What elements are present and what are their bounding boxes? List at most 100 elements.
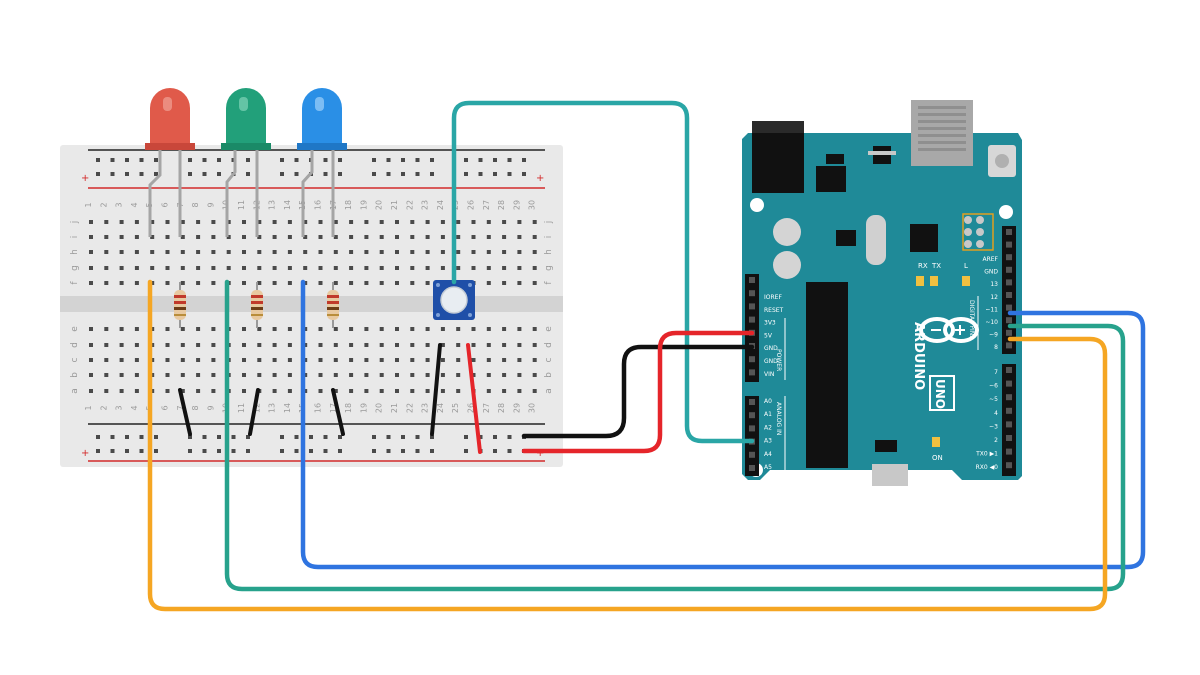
row-letter: a [70, 388, 80, 394]
breadboard-hole [104, 389, 109, 393]
breadboard-hole [456, 250, 461, 254]
rail-hole [309, 435, 313, 439]
digital-pin-label: 12 [990, 294, 998, 301]
header-pin [749, 451, 755, 458]
breadboard-hole [287, 358, 292, 362]
breadboard-hole [517, 220, 522, 224]
breadboard-hole [349, 266, 354, 270]
rail-hole [246, 435, 250, 439]
breadboard-hole [287, 373, 292, 377]
breadboard-hole [410, 250, 415, 254]
breadboard-hole [456, 373, 461, 377]
breadboard-hole [349, 235, 354, 239]
icsp-header [964, 216, 984, 248]
breadboard-hole [532, 266, 537, 270]
column-number: 23 [421, 403, 430, 413]
breadboard-hole [180, 327, 185, 331]
breadboard-hole [395, 343, 399, 347]
breadboard-hole [134, 250, 139, 254]
header-pin [749, 425, 755, 432]
breadboard-hole [410, 235, 415, 239]
breadboard-hole [410, 266, 415, 270]
breadboard-hole [104, 343, 109, 347]
rail-hole [493, 172, 497, 176]
breadboard-hole [318, 281, 323, 285]
rail-hole [507, 449, 512, 453]
rail-hole [217, 172, 221, 176]
breadboard-hole [165, 389, 170, 393]
rail-hole [202, 158, 207, 162]
column-number: 2 [99, 202, 108, 207]
breadboard-hole [134, 266, 139, 270]
mount-hole [918, 473, 932, 487]
breadboard-hole [89, 343, 93, 347]
breadboard-hole [165, 281, 170, 285]
power-pin-label: IOREF [764, 294, 782, 301]
breadboard-hole [440, 235, 445, 239]
digital-pin-label: RX0 ◀0 [976, 464, 999, 471]
breadboard-hole [257, 220, 262, 224]
row-letter: c [70, 357, 80, 362]
digital-pin-label: GND [984, 269, 998, 276]
breadboard-hole [211, 250, 216, 254]
analog-pin-label: A3 [764, 438, 772, 445]
breadboard-hole [517, 358, 522, 362]
breadboard-hole [410, 327, 415, 331]
breadboard-hole [318, 389, 323, 393]
breadboard-hole [349, 389, 354, 393]
header-pin [1006, 435, 1012, 441]
breadboard-hole [502, 358, 507, 362]
arduino-brand-text: ARDUINO [911, 322, 926, 390]
column-number: 22 [405, 403, 414, 413]
rail-hole [323, 158, 328, 162]
column-number: 30 [528, 403, 537, 413]
wire-blue-pin-11 [300, 279, 1146, 570]
breadboard-hole [180, 389, 185, 393]
breadboard-hole [272, 343, 277, 347]
usb-connector [911, 100, 973, 166]
breadboard-hole [364, 343, 369, 347]
analog-pin-label: A0 [764, 398, 772, 405]
breadboard-hole [226, 220, 231, 224]
rail-hole [464, 158, 468, 162]
header-pin [1006, 266, 1012, 273]
jumper-wire-red [466, 343, 482, 454]
power-title: POWER [775, 349, 782, 371]
breadboard-hole [272, 250, 277, 254]
breadboard-hole [196, 343, 201, 347]
rx-label: RX [918, 262, 928, 270]
breadboard-hole [486, 343, 491, 347]
breadboard-hole [517, 250, 522, 254]
breadboard-hole [104, 250, 109, 254]
breadboard-hole [287, 281, 292, 285]
breadboard-hole [134, 235, 139, 239]
rail-hole [372, 449, 376, 453]
rail-hole [464, 172, 468, 176]
breadboard-hole [517, 389, 522, 393]
header-pin [749, 303, 755, 310]
column-number: 29 [512, 200, 521, 210]
resistor [327, 282, 339, 328]
breadboard-hole [440, 327, 445, 331]
breadboard-hole [165, 250, 170, 254]
rail-hole [401, 449, 405, 453]
rail-hole [110, 449, 115, 453]
column-number: 22 [405, 200, 414, 210]
breadboard-hole [272, 358, 277, 362]
digital-pin-label: AREF [982, 256, 998, 263]
rail-hole [139, 172, 144, 176]
rail-hole [110, 172, 115, 176]
breadboard-hole [532, 327, 537, 331]
breadboard-hole [471, 343, 476, 347]
breadboard-hole [364, 220, 369, 224]
breadboard-hole [165, 266, 170, 270]
rail-hole [309, 449, 313, 453]
column-number: 8 [191, 202, 200, 207]
rail-hole [522, 172, 526, 176]
jumper-wire-black [331, 388, 345, 436]
breadboard-hole [257, 327, 262, 331]
uno-model-text: UNO [933, 379, 947, 409]
breadboard-hole [242, 266, 246, 270]
breadboard-hole [333, 235, 338, 239]
breadboard-hole [333, 250, 338, 254]
